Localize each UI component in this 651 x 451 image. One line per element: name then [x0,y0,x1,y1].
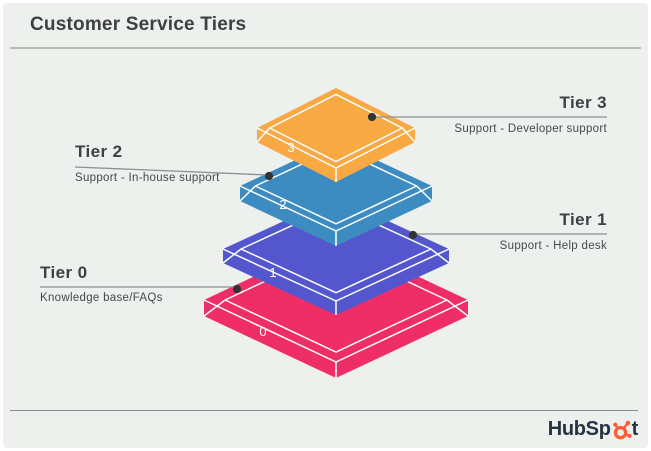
tier-1-edges [222,204,450,315]
tier-3-description: Support - Developer support [454,123,607,135]
tier-2-callout-line [74,166,269,176]
footer-divider [10,410,638,411]
infographic-canvas: Customer Service Tiers 0 1 2 3 Tier 3 Suppo… [3,3,648,448]
tier-0-description: Knowledge base/FAQs [40,292,163,304]
tier-3-shape [257,88,415,182]
tier-2-slab: 2 [239,141,433,246]
header-divider [10,47,641,49]
tier-0-label: Tier 0 [40,263,88,282]
tier-1-callout-dot [408,230,418,240]
tier-3-callout-dot [367,112,377,122]
tier-2-label: Tier 2 [75,142,123,161]
hubspot-sprocket-icon [612,420,632,440]
tier-3-edges [256,93,416,182]
tier-1-label: Tier 1 [559,210,607,229]
tier-2-number: 2 [279,197,286,212]
tier-1-description: Support - Help desk [499,240,607,252]
tier-pyramid-diagram: 0 1 2 3 [40,88,607,378]
tier-2-callout-dot [264,171,274,181]
tier-0-edges [203,247,469,378]
tier-3-slab: 3 [256,88,416,182]
tier-2-edges [239,147,433,246]
tier-0-number: 0 [259,324,266,339]
tier-3-label: Tier 3 [559,93,607,112]
page-title: Customer Service Tiers [30,14,247,35]
tier-0-callout-dot [232,284,242,294]
hubspot-logo-text-suffix: t [631,418,639,440]
tier-3-number: 3 [287,140,294,155]
tier-1-shape [223,197,449,315]
tier-1-slab: 1 [222,197,450,315]
tier-1-number: 1 [269,265,276,280]
hubspot-logo-text-prefix: HubSp [547,418,611,440]
hubspot-logo: HubSp t [547,417,639,442]
tier-2-description: Support - In-house support [75,172,220,184]
tier-2-shape [240,141,432,246]
